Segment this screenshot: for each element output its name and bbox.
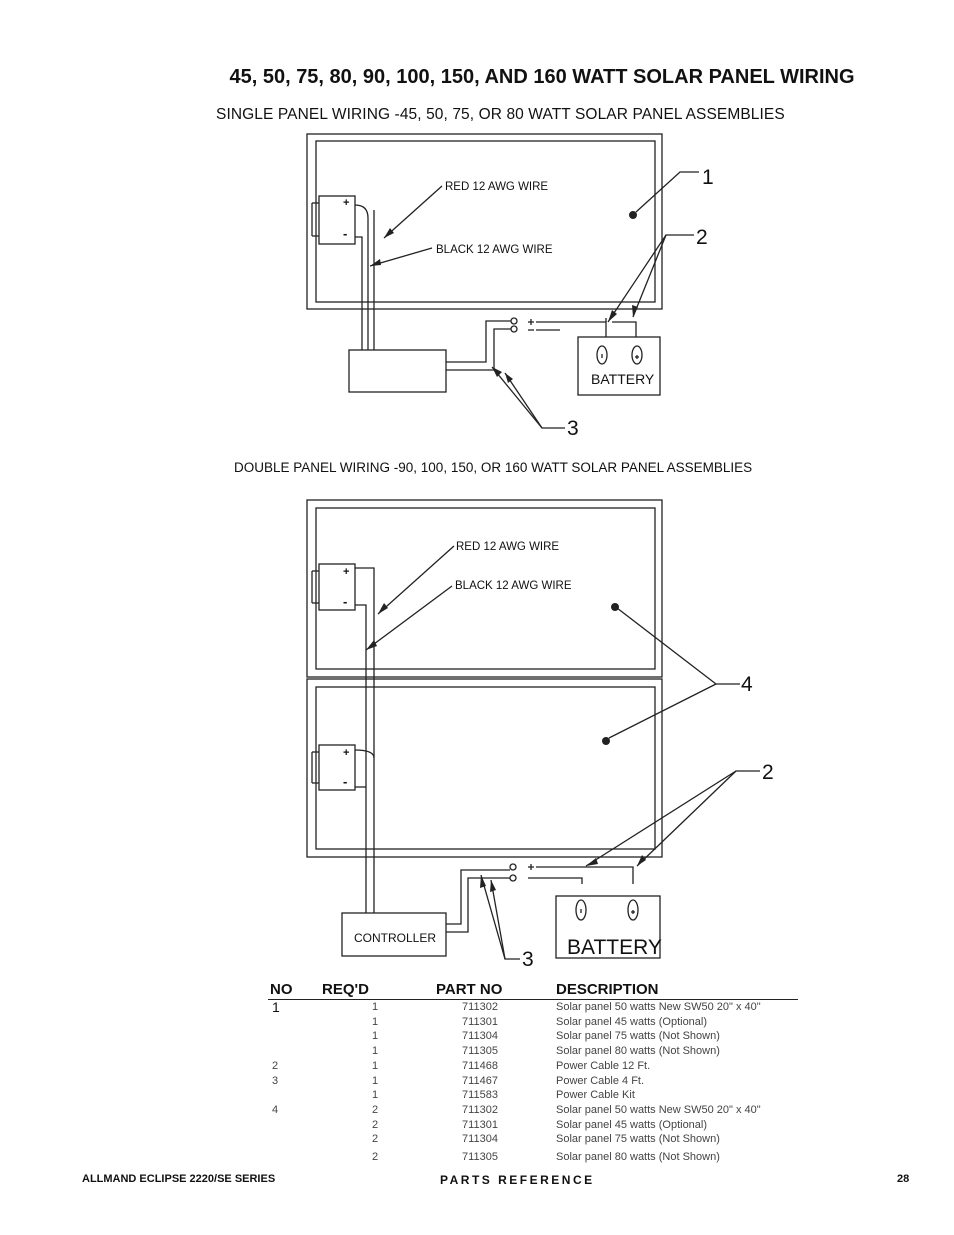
cell-description: Solar panel 45 watts (Optional) <box>556 1118 708 1131</box>
cell-reqd: 1 <box>371 1045 379 1058</box>
cell-part-no: 711305 <box>462 1045 498 1058</box>
controller-box-2 <box>341 912 447 957</box>
header-part-no: PART NO <box>428 981 532 1000</box>
header-no: NO <box>268 981 322 1000</box>
cell-description: Power Cable 4 Ft. <box>556 1074 645 1087</box>
minus-terminal-1: - <box>343 226 347 241</box>
table-row: 2 711301 Solar panel 45 watts (Optional) <box>268 1118 798 1133</box>
solar-panel-1-inner <box>315 140 656 303</box>
table-row: 2 711305 Solar panel 80 watts (Not Shown) <box>268 1147 798 1165</box>
cell-reqd: 1 <box>371 1030 379 1043</box>
double-panel-heading: DOUBLE PANEL WIRING -90, 100, 150, OR 16… <box>234 460 753 475</box>
black-wire-label-2: BLACK 12 AWG WIRE <box>455 580 572 592</box>
single-panel-heading: SINGLE PANEL WIRING -45, 50, 75, OR 80 W… <box>216 106 785 123</box>
cell-no: 1 <box>272 999 280 1015</box>
cell-part-no: 711301 <box>462 1015 498 1028</box>
cell-part-no: 711304 <box>462 1133 498 1146</box>
red-wire-label-1: RED 12 AWG WIRE <box>445 181 548 193</box>
cell-description: Solar panel 75 watts (Not Shown) <box>556 1133 720 1146</box>
callout-2-top: 2 <box>696 226 708 249</box>
table-row: 1 711301 Solar panel 45 watts (Optional) <box>268 1015 798 1030</box>
table-row: 1 711583 Power Cable Kit <box>268 1088 798 1103</box>
minus-terminal-2: - <box>343 594 347 609</box>
red-wire-label-2: RED 12 AWG WIRE <box>456 541 559 553</box>
minus-terminal-3: - <box>343 774 347 789</box>
cell-no <box>268 1118 322 1133</box>
plus-terminal-3: + <box>343 747 349 759</box>
table-row: 1 711305 Solar panel 80 watts (Not Shown) <box>268 1044 798 1059</box>
battery-label-1: BATTERY <box>591 371 655 387</box>
callout-3-top: 3 <box>567 417 579 440</box>
cell-part-no: 711301 <box>462 1118 498 1131</box>
callout-4: 4 <box>741 673 753 696</box>
controller-box-1 <box>348 349 447 393</box>
cell-description: Solar panel 50 watts New SW50 20" x 40" <box>556 1001 761 1013</box>
cell-reqd: 1 <box>371 1015 379 1028</box>
cell-no: 4 <box>272 1103 279 1116</box>
callout-3-bottom: 3 <box>522 948 534 971</box>
double-panel-wiring-diagram: RED 12 AWG WIRE BLACK 12 AWG WIRE + - + … <box>306 499 774 971</box>
cell-description: Power Cable Kit <box>556 1089 635 1102</box>
single-panel-wiring-diagram: RED 12 AWG WIRE BLACK 12 AWG WIRE + - BA… <box>306 133 714 440</box>
table-row: 2 1 711468 Power Cable 12 Ft. <box>268 1059 798 1074</box>
cell-description: Solar panel 80 watts (Not Shown) <box>556 1151 720 1164</box>
table-row: 1 1 711302 Solar panel 50 watts New SW50 20… <box>268 1000 798 1015</box>
cell-description: Power Cable 12 Ft. <box>556 1059 651 1072</box>
cell-reqd: 1 <box>371 1089 379 1102</box>
callout-2-bottom: 2 <box>762 761 774 784</box>
cell-no <box>268 1044 322 1059</box>
cell-description: Solar panel 75 watts (Not Shown) <box>556 1030 720 1043</box>
table-row: 1 711304 Solar panel 75 watts (Not Shown) <box>268 1029 798 1044</box>
cell-reqd: 2 <box>371 1103 379 1116</box>
parts-table-header: NO REQ'D PART NO DESCRIPTION <box>268 981 798 1000</box>
cell-description: Solar panel 50 watts New SW50 20" x 40" <box>556 1103 761 1116</box>
solar-panel-lower <box>306 678 663 858</box>
cell-no: 3 <box>272 1074 279 1087</box>
cell-reqd: 1 <box>371 1059 379 1072</box>
cell-no: 2 <box>272 1059 279 1072</box>
cell-reqd: 2 <box>371 1133 379 1146</box>
page-title: 45, 50, 75, 80, 90, 100, 150, AND 160 WA… <box>229 66 855 88</box>
table-row: 2 711304 Solar panel 75 watts (Not Shown) <box>268 1132 798 1147</box>
header-reqd: REQ'D <box>322 981 428 1000</box>
solar-panel-1 <box>306 133 663 310</box>
cell-part-no: 711304 <box>462 1030 498 1043</box>
cell-part-no: 711302 <box>462 1103 498 1116</box>
battery-1 <box>577 336 661 396</box>
battery-2 <box>555 895 661 959</box>
plus-terminal-2: + <box>343 566 349 578</box>
cell-part-no: 711468 <box>462 1059 498 1072</box>
battery-label-2: BATTERY <box>567 936 662 959</box>
cell-no <box>268 1029 322 1044</box>
controller-label: CONTROLLER <box>354 931 436 945</box>
footer-section: PARTS REFERENCE <box>440 1173 595 1187</box>
header-description: DESCRIPTION <box>532 981 798 1000</box>
footer-series: ALLMAND ECLIPSE 2220/SE SERIES <box>82 1173 276 1185</box>
table-row: 3 1 711467 Power Cable 4 Ft. <box>268 1074 798 1089</box>
cell-reqd: 2 <box>371 1151 379 1164</box>
black-wire-label-1: BLACK 12 AWG WIRE <box>436 244 553 256</box>
callout-1: 1 <box>702 166 714 189</box>
cell-reqd: 2 <box>371 1118 379 1131</box>
cell-part-no: 711467 <box>462 1074 498 1087</box>
cell-no <box>268 1015 322 1030</box>
cell-no <box>268 1088 322 1103</box>
cell-description: Solar panel 80 watts (Not Shown) <box>556 1045 720 1058</box>
solar-panel-upper <box>306 499 663 678</box>
cell-description: Solar panel 45 watts (Optional) <box>556 1015 708 1028</box>
plus-terminal-1: + <box>343 197 349 209</box>
cell-reqd: 1 <box>371 1001 379 1013</box>
page-number: 28 <box>897 1173 910 1185</box>
cell-part-no: 711302 <box>462 1001 498 1013</box>
cell-no <box>268 1147 322 1165</box>
cell-no <box>268 1132 322 1147</box>
cell-part-no: 711305 <box>462 1151 498 1164</box>
table-row: 4 2 711302 Solar panel 50 watts New SW50 20… <box>268 1103 798 1118</box>
cell-part-no: 711583 <box>462 1089 498 1102</box>
cell-reqd: 1 <box>371 1074 379 1087</box>
